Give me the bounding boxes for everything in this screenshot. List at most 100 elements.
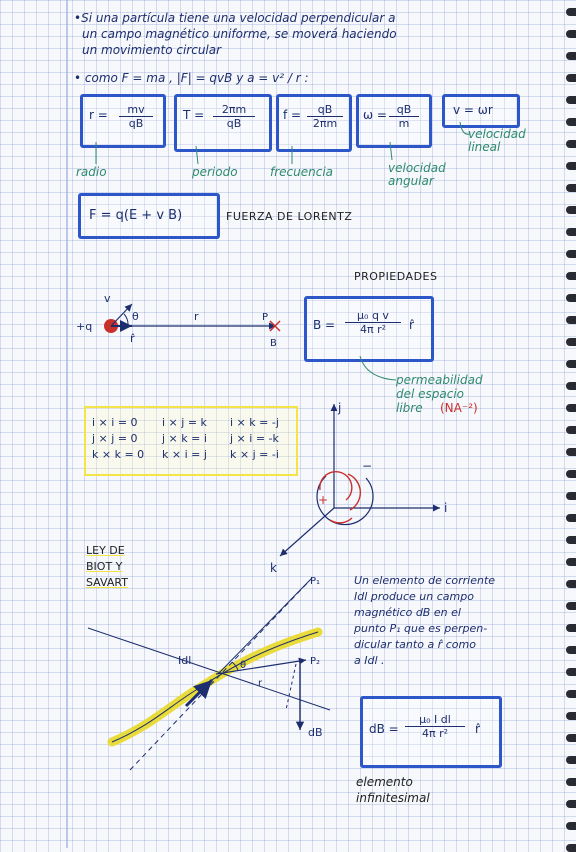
spiral-ring — [566, 734, 576, 742]
label-connectors — [95, 121, 471, 381]
linear-velocity-formula: v = ωr — [453, 103, 493, 117]
spiral-ring — [566, 250, 576, 258]
db-unit: r̂ — [475, 722, 480, 736]
spiral-ring — [566, 690, 576, 698]
lorentz-formula-box: F = q(E + v B) — [78, 193, 220, 239]
cross-col-2-row-3: k × i = j — [162, 448, 207, 461]
r-vector-p2 — [215, 657, 307, 675]
biot-title-3: SAVART — [86, 576, 128, 589]
spiral-ring — [566, 558, 576, 566]
spiral-ring — [566, 800, 576, 808]
r-label: r — [194, 310, 199, 323]
spiral-binding — [564, 0, 576, 852]
theta-arc-2 — [231, 661, 239, 671]
frequency-label: frecuencia — [270, 165, 334, 179]
spiral-ring — [566, 162, 576, 170]
line-to-p1 — [217, 579, 311, 675]
theta-label: θ — [132, 310, 139, 323]
spiral-ring — [566, 52, 576, 60]
plus-sign: + — [318, 493, 328, 507]
infinitesimal-line-2: infinitesimal — [356, 791, 430, 805]
spiral-ring — [566, 8, 576, 16]
spiral-ring — [566, 404, 576, 412]
i-axis-label: i — [444, 501, 447, 515]
spiral-ring — [566, 624, 576, 632]
element-line-2: Idl produce un campo — [354, 590, 474, 603]
radius-lhs: r = — [89, 108, 108, 122]
cross-col-2-row-2: j × k = i — [162, 432, 207, 445]
period-label: periodo — [192, 165, 238, 179]
k-axis-label: k — [270, 561, 277, 575]
cross-col-2-row-1: i × j = k — [162, 416, 207, 429]
cross-col-3-row-3: k × j = -i — [230, 448, 279, 461]
moving-charge-diagram — [104, 303, 281, 333]
spiral-ring — [566, 118, 576, 126]
period-lhs: T = — [183, 108, 205, 122]
point-p-label: P — [262, 312, 268, 323]
permeabilidad-line-1: permeabilidad — [396, 373, 483, 387]
lorentz-title: FUERZA DE LORENTZ — [226, 210, 353, 223]
biot-savart-diagram — [87, 577, 331, 771]
b-field-unit: r̂ — [409, 318, 414, 332]
cross-col-1-row-1: i × i = 0 — [92, 416, 138, 429]
spiral-ring — [566, 580, 576, 588]
element-line-1: Un elemento de corriente — [354, 574, 496, 587]
linear-velocity-box: v = ωr — [442, 94, 520, 128]
k-axis — [279, 507, 335, 557]
notebook-margin-line — [66, 0, 68, 848]
spiral-ring — [566, 228, 576, 236]
db-label: dB — [308, 726, 323, 739]
spiral-ring — [566, 338, 576, 346]
linear-label: velocidad lineal — [468, 127, 526, 154]
permeabilidad-line-2: del espacio — [396, 387, 465, 401]
radius-label: radio — [76, 165, 107, 179]
axes-diagram — [279, 404, 440, 557]
spiral-ring — [566, 514, 576, 522]
element-line-5: dicular tanto a r̂ como — [354, 638, 476, 651]
db-lhs: dB = — [369, 722, 399, 736]
spiral-ring — [566, 184, 576, 192]
element-line-6: a Idl . — [354, 654, 385, 667]
spiral-ring — [566, 448, 576, 456]
angular-label: velocidad angular — [388, 161, 446, 188]
spiral-ring — [566, 140, 576, 148]
angular-lhs: ω = — [363, 108, 387, 122]
spiral-ring — [566, 492, 576, 500]
intro-line-1: •Si una partícula tiene una velocidad pe… — [74, 11, 396, 25]
p2-label: P₂ — [310, 656, 320, 667]
spiral-ring — [566, 602, 576, 610]
lorentz-formula: F = q(E + v B) — [89, 208, 183, 223]
spiral-ring — [566, 272, 576, 280]
spiral-ring — [566, 360, 576, 368]
theta-label-2: θ — [240, 660, 246, 671]
element-line-3: magnético dB en el — [354, 606, 461, 619]
frequency-lhs: f = — [283, 108, 302, 122]
minus-sign: − — [362, 459, 372, 473]
reference-line — [87, 627, 331, 711]
spiral-ring — [566, 668, 576, 676]
infinitesimal-line-1: elemento — [356, 775, 413, 789]
intro-line-3: un movimiento circular — [82, 43, 222, 57]
spiral-ring — [566, 470, 576, 478]
p1-label: P₁ — [310, 576, 320, 587]
velocity-label: v — [104, 292, 111, 305]
spiral-ring — [566, 206, 576, 214]
wire-highlight — [107, 627, 323, 747]
biot-title-1: LEY DE — [86, 544, 125, 557]
spiral-ring — [566, 426, 576, 434]
b-label: B — [270, 338, 277, 349]
cross-col-1-row-3: k × k = 0 — [92, 448, 145, 461]
spiral-ring — [566, 74, 576, 82]
cross-product-table: i × i = 0 j × j = 0 k × k = 0 i × j = k … — [84, 406, 298, 476]
b-into-page-mark — [269, 320, 281, 332]
spiral-ring — [566, 778, 576, 786]
r-label-2: r — [258, 678, 263, 689]
